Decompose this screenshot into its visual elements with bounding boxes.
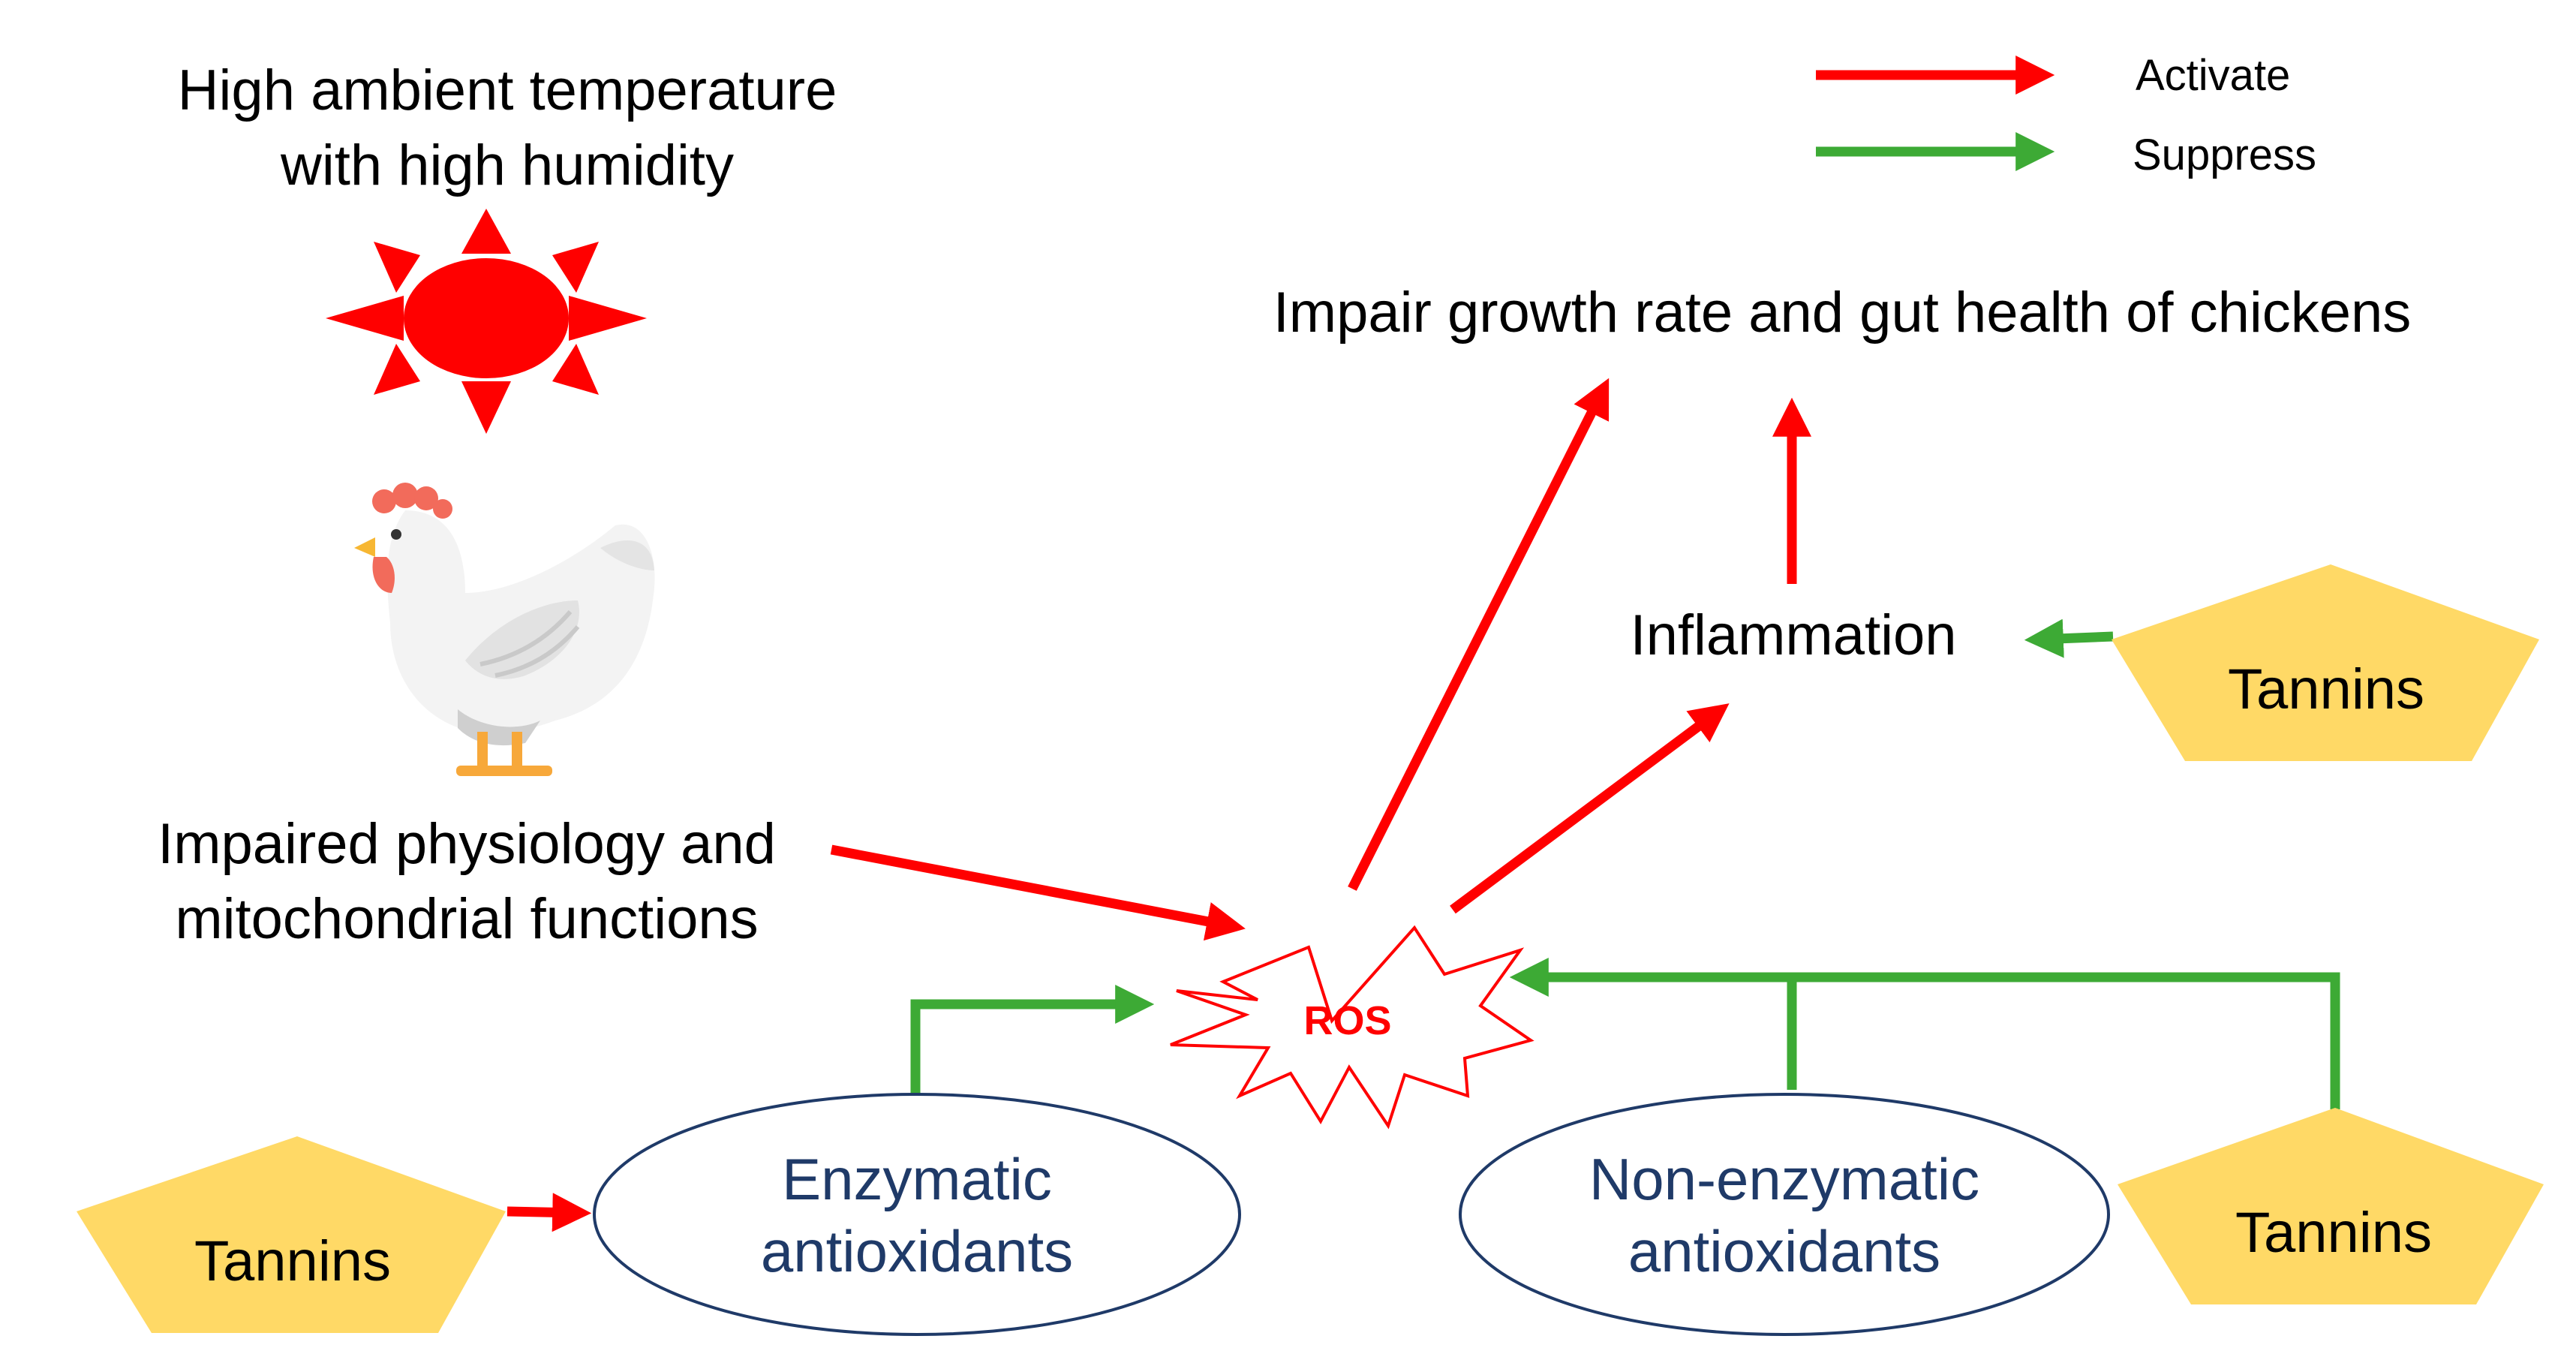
tannins-node-left: Tannins xyxy=(77,1136,506,1333)
arrow-ros-to-inflammation xyxy=(1450,703,1730,914)
arrow-enzymatic-to-ros xyxy=(910,985,1155,1094)
enzymatic-label-line1: Enzymatic xyxy=(782,1146,1052,1212)
sun-icon xyxy=(326,209,647,434)
legend: Activate Suppress xyxy=(1816,51,2316,179)
arrow-tannins-to-inflammation xyxy=(2024,618,2114,658)
explosion-burst-icon xyxy=(1170,925,1534,1130)
heat-stress-title-line1: High ambient temperature xyxy=(178,59,837,122)
nonenzymatic-label-line1: Non-enzymatic xyxy=(1589,1146,1979,1212)
impaired-physiology-line1: Impaired physiology and xyxy=(158,812,776,876)
ros-label: ROS xyxy=(1303,998,1391,1043)
ros-node: ROS xyxy=(1170,925,1534,1130)
legend-activate-label: Activate xyxy=(2136,51,2290,100)
enzymatic-label-line2: antioxidants xyxy=(761,1218,1073,1284)
nonenzymatic-antioxidants-node: Non-enzymatic antioxidants xyxy=(1459,1093,2110,1336)
enzymatic-antioxidants-node: Enzymatic antioxidants xyxy=(593,1093,1241,1336)
chicken-icon xyxy=(354,483,655,776)
arrow-tannins-to-ros xyxy=(1509,958,2340,1109)
arrow-ros-to-outcome xyxy=(1348,378,1610,891)
tannins-node-right-top: Tannins xyxy=(2112,564,2539,761)
tannins-right-top-label: Tannins xyxy=(2228,657,2424,721)
tannins-left-label: Tannins xyxy=(194,1229,391,1293)
arrow-tannins-to-enzymatic xyxy=(506,1193,592,1232)
tannins-right-bottom-label: Tannins xyxy=(2235,1201,2432,1265)
arrow-impaired-to-ros xyxy=(830,844,1246,941)
impaired-physiology-line2: mitochondrial functions xyxy=(175,887,758,951)
inflammation-label: Inflammation xyxy=(1630,603,1956,667)
tannins-node-right-bottom: Tannins xyxy=(2118,1108,2544,1304)
nonenzymatic-label-line2: antioxidants xyxy=(1628,1218,1940,1284)
heat-stress-title-line2: with high humidity xyxy=(280,134,734,197)
legend-suppress-label: Suppress xyxy=(2133,131,2316,179)
outcome-label: Impair growth rate and gut health of chi… xyxy=(1273,281,2412,345)
